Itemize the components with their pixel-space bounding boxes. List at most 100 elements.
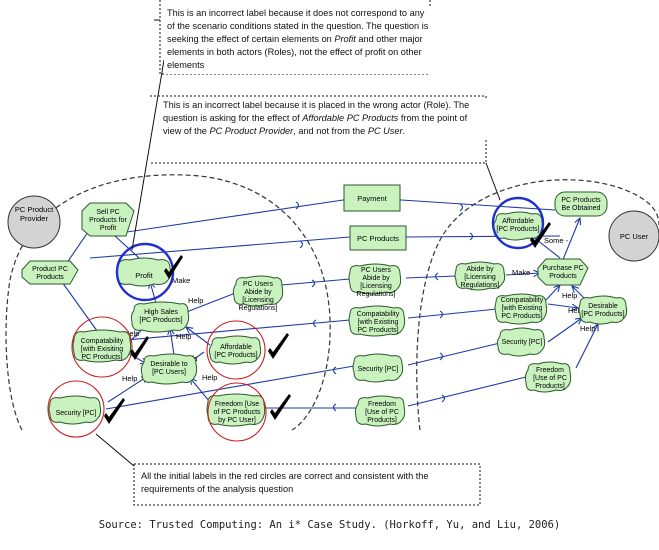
annotation-italic: PC Product Provider (209, 126, 294, 136)
red-circle-affordable (206, 320, 266, 380)
link-label-help: Help (176, 332, 191, 341)
blue-circle-affordable-user (491, 196, 545, 250)
dependency-d-icon (295, 201, 300, 210)
link-abide-purchase (505, 273, 540, 275)
annotation-text: from the point of view of the (163, 113, 468, 136)
softgoal-label: Desirable to[PC Users] (150, 361, 187, 376)
dependency-d-icon (441, 394, 446, 403)
softgoal-profit[interactable]: Profit (116, 257, 172, 287)
link-ufreedom-desirable (575, 324, 598, 369)
link-ucompat-desirable (547, 303, 578, 308)
resource-label: Payment (357, 194, 388, 203)
link-compat-dep (125, 319, 351, 341)
link-affordable-highsales (186, 327, 211, 346)
dependency-d-icon (299, 240, 304, 249)
softgoal-label: Security [PC] (502, 339, 543, 346)
dependency-d-icon (469, 232, 474, 241)
link-sell-payment (99, 198, 351, 237)
link-label-make: Make (512, 268, 530, 277)
actor-label-user: PC User (620, 232, 649, 241)
link-label-help: Help (568, 306, 583, 315)
softgoal-label: Profit (135, 271, 153, 280)
red-circle-freedom (207, 382, 267, 442)
softgoal-security-user[interactable]: Security [PC] (496, 327, 546, 357)
softgoal-security-provider[interactable]: Security [PC] (48, 395, 102, 425)
link-provider-pcproducts (89, 236, 351, 259)
dependency-d-icon (459, 203, 464, 212)
link-highsales-abide (183, 291, 239, 314)
dependency-d-icons (295, 201, 474, 412)
actor-boundary-user (416, 179, 659, 431)
dependency-d-icon (439, 352, 444, 361)
link-label-help: Help (188, 296, 203, 305)
annotation-text: , and not from the (293, 126, 368, 136)
annotation-italic: Profit (334, 34, 356, 44)
link-security-desirable (107, 376, 148, 403)
checkmark-icon (268, 333, 289, 359)
link-dep-usercompat (407, 308, 498, 319)
annotation-text: This is an incorrect label because it do… (167, 8, 429, 44)
checkmark-icon (104, 398, 125, 424)
actor-pc-user[interactable]: PC User (608, 210, 659, 262)
softgoal-desirable-user[interactable]: Desirable[PC Products] (578, 295, 628, 325)
correct-label-circles (47, 316, 267, 442)
link-label-help: Help (562, 291, 577, 300)
link-freedom-desirable (190, 378, 211, 403)
annotation-incorrect-profit: This is an incorrect label because it do… (164, 6, 432, 74)
dependency-d-icon (332, 403, 337, 412)
checkmarks (104, 222, 551, 424)
annotation-text: and other major elements in both actors … (167, 34, 423, 70)
actor-boundary-provider (5, 174, 331, 431)
link-usecurity-desirable (547, 318, 582, 343)
link-label-help: Help (124, 329, 139, 338)
softgoal-desirable-provider[interactable]: Desirable to[PC Users] (140, 353, 198, 385)
annotation-correct-initial: All the initial labels in the red circle… (141, 471, 429, 494)
annotation-incorrect-affordable: This is an incorrect label because it is… (160, 98, 488, 140)
softgoal-label: Security [PC] (358, 366, 399, 373)
softgoal-high-sales[interactable]: High Sales[PC Products] (130, 301, 190, 333)
link-label-help: Help (122, 374, 137, 383)
softgoal-affordable-provider[interactable]: Affordable[PC Products] (208, 335, 262, 365)
checkmark-icon (530, 222, 551, 248)
link-compat-purchase (545, 285, 560, 301)
annotation-italic: PC User (367, 126, 403, 136)
link-product-compat (61, 281, 101, 336)
softgoal-label: Desirable[PC Products] (581, 303, 624, 318)
figure-source: Source: Trusted Computing: An i* Case St… (98, 519, 561, 531)
softgoal-label: Affordable[PC Products] (214, 344, 257, 359)
annotation-text: This is an incorrect label because it is… (163, 100, 470, 123)
softgoal-label: Affordable[PC Products] (496, 218, 539, 233)
resource-pc-products[interactable]: PC Products (349, 225, 407, 251)
resource-payment[interactable]: Payment (343, 184, 401, 212)
softgoal-dependum-security[interactable]: Security [PC] (352, 353, 404, 383)
link-dep-userabide (405, 275, 457, 279)
resource-label: PC Products (357, 234, 399, 243)
link-label-help: Help (580, 324, 595, 333)
softgoal-affordable-user[interactable]: Affordable[PC Products] (492, 211, 544, 241)
link-dep-usersecurity (407, 342, 501, 366)
